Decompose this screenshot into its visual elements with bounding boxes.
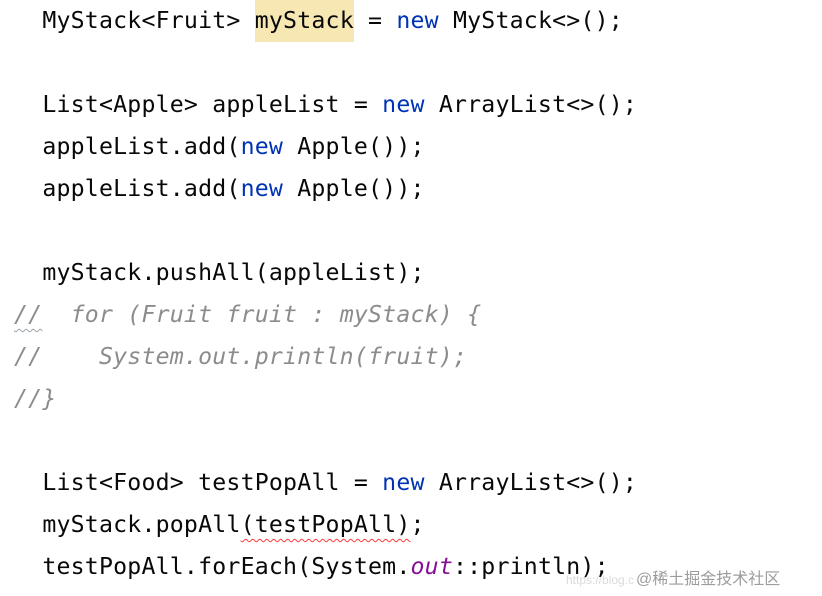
code-line-7[interactable]: myStack.pushAll(appleList); bbox=[14, 256, 425, 290]
highlighted-identifier[interactable]: myStack bbox=[254, 0, 354, 42]
code-line-5[interactable]: appleList.add(new Apple()); bbox=[14, 172, 425, 206]
new-keyword: new bbox=[382, 469, 425, 496]
code-line-4[interactable]: appleList.add(new Apple()); bbox=[14, 130, 425, 164]
constructor-call: ArrayList<>(); bbox=[424, 469, 638, 496]
constructor-call: Apple()); bbox=[283, 175, 425, 202]
indent bbox=[14, 469, 42, 496]
watermark-url: https://blog.c bbox=[566, 573, 635, 587]
new-keyword: new bbox=[396, 7, 439, 34]
comment-text: //} bbox=[14, 385, 57, 412]
indent bbox=[14, 511, 42, 538]
constructor-call: Apple()); bbox=[283, 133, 425, 160]
watermark: https://blog.c@稀土掘金技术社区 bbox=[566, 568, 780, 592]
code-line-13[interactable]: myStack.popAll(testPopAll); bbox=[14, 508, 425, 542]
statement: myStack.pushAll(appleList); bbox=[42, 259, 425, 286]
comment-text: // System.out.println(fruit); bbox=[14, 343, 468, 370]
code-line-8-comment[interactable]: // for (Fruit fruit : myStack) { bbox=[14, 298, 481, 332]
watermark-brand: @稀土掘金技术社区 bbox=[636, 571, 781, 588]
code-line-12[interactable]: List<Food> testPopAll = new ArrayList<>(… bbox=[14, 466, 637, 500]
code-line-1[interactable]: MyStack<Fruit> myStack = new MyStack<>()… bbox=[14, 0, 623, 42]
comment-text: for (Fruit fruit : myStack) { bbox=[42, 301, 482, 328]
statement-end: ; bbox=[410, 511, 425, 538]
new-keyword: new bbox=[240, 175, 284, 202]
method-reference: ::println); bbox=[452, 553, 609, 580]
indent bbox=[14, 553, 42, 580]
indent bbox=[14, 175, 42, 202]
type-declaration: MyStack<Fruit> bbox=[42, 7, 255, 34]
indent bbox=[14, 7, 42, 34]
static-field-out: out bbox=[410, 553, 453, 580]
method-call: appleList.add( bbox=[42, 175, 241, 202]
indent bbox=[14, 91, 42, 118]
constructor-call: ArrayList<>(); bbox=[424, 91, 638, 118]
new-keyword: new bbox=[240, 133, 284, 160]
code-line-14[interactable]: testPopAll.forEach(System.out::println); bbox=[14, 550, 609, 584]
comment-slashes: // bbox=[14, 301, 43, 328]
declaration: List<Apple> appleList = bbox=[42, 91, 383, 118]
code-line-3[interactable]: List<Apple> appleList = new ArrayList<>(… bbox=[14, 88, 637, 122]
declaration: List<Food> testPopAll = bbox=[42, 469, 383, 496]
constructor-call: MyStack<>(); bbox=[438, 7, 623, 34]
code-line-10-comment[interactable]: //} bbox=[14, 382, 56, 416]
error-underlined-argument[interactable]: (testPopAll) bbox=[240, 511, 411, 538]
code-line-9-comment[interactable]: // System.out.println(fruit); bbox=[14, 340, 467, 374]
new-keyword: new bbox=[382, 91, 425, 118]
indent bbox=[14, 259, 42, 286]
indent bbox=[14, 133, 42, 160]
method-call: appleList.add( bbox=[42, 133, 241, 160]
assign-operator: = bbox=[353, 7, 397, 34]
method-call: myStack.popAll bbox=[42, 511, 241, 538]
method-call: testPopAll.forEach(System. bbox=[42, 553, 411, 580]
